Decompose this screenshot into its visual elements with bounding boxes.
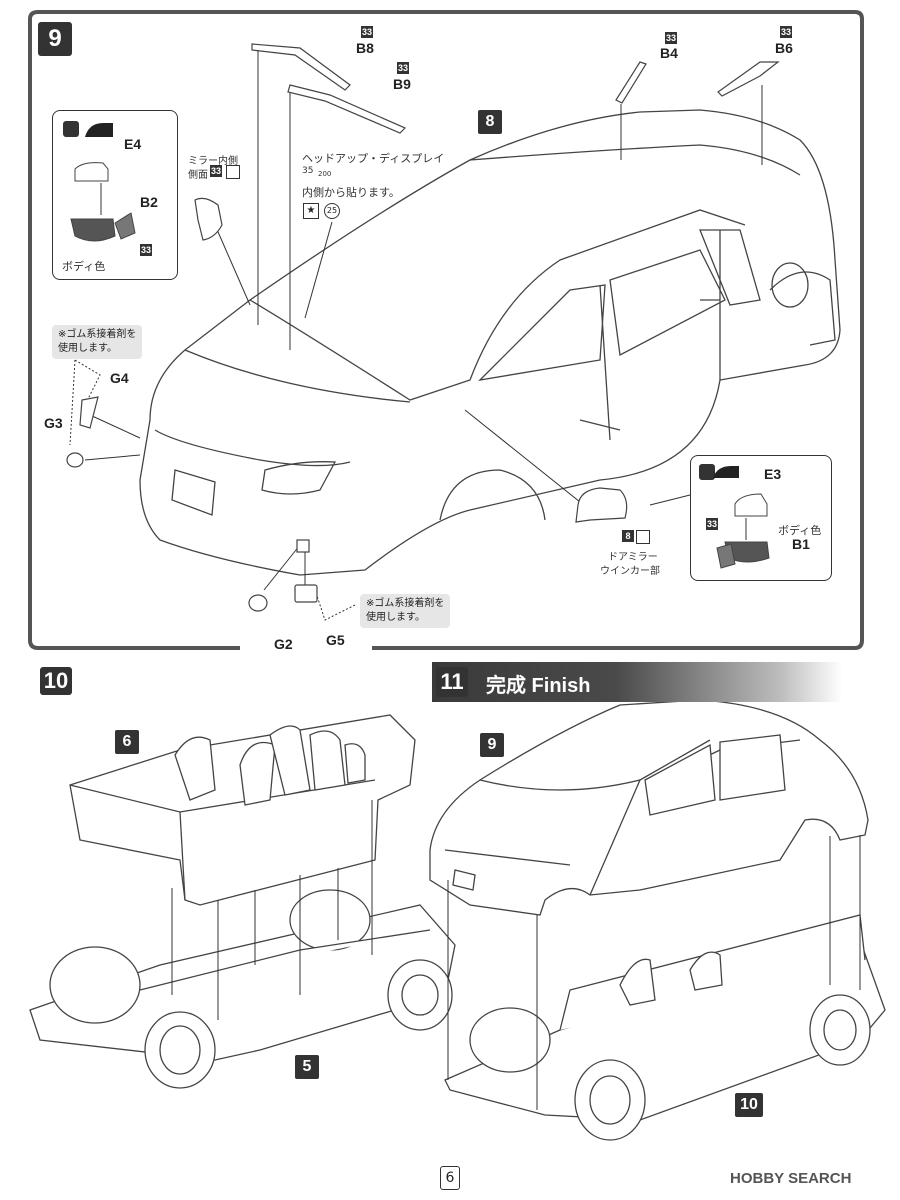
subassembly-10-badge: 10 [735,1093,763,1117]
watermark: HOBBY SEARCH [730,1170,852,1187]
part-B9-label: B9 [393,76,411,92]
part-G3-label: G3 [44,415,63,431]
decal-sub: 200 [318,170,332,178]
finish-label: 完成 Finish [486,675,591,697]
paint-code-33: 33 [665,32,677,44]
paint-code-33: 33 [210,165,222,177]
paint-code-33: 33 [780,26,792,38]
part-B4-label: B4 [660,45,678,61]
wiper-parts [251,43,780,134]
part-B6-label: B6 [775,40,793,56]
finish-banner [432,662,842,702]
subassembly-8-badge: 8 [478,110,502,134]
body-color-label-left: ボディ色 [62,260,106,273]
dotted-callouts [69,359,356,621]
rubber-glue-line1: ※ゴム系接着剤を [58,329,137,340]
rubber-glue-note-bottom: ※ゴム系接着剤を 使用します。 [360,594,451,628]
paint-mix-icon [226,165,240,179]
chassis-illustration [29,889,456,1089]
step9-frame-right [38,10,864,650]
door-mirror-label: ドアミラー [608,552,658,563]
mirror-inset-left [52,110,178,280]
interior-tub-illustration [69,714,416,906]
mirror-parts-art-right [699,464,770,569]
subassembly-9-badge: 9 [480,733,504,757]
rubber-glue-line1-b: ※ゴム系接着剤を [366,598,445,609]
part-B2-label: B2 [140,194,158,210]
part-E4-label: E4 [124,136,142,152]
step9-frame-left [28,10,240,650]
step-10-badge: 10 [40,667,72,695]
paint-code-33: 33 [397,62,409,74]
part-B1-label: B1 [792,536,810,552]
part-G2-label: G2 [274,636,293,652]
star-icon: ★ [303,203,319,219]
mirror-side-label: 側面 [188,170,208,181]
small-parts [66,197,628,612]
subassembly-6-badge: 6 [115,730,139,754]
finished-car-illustration [429,699,869,916]
rubber-glue-line2-b: 使用します。 [366,612,425,623]
paint-code-33: 33 [140,244,152,256]
paint-code-33: 33 [361,26,373,38]
page-number: 6 [440,1166,460,1190]
assembly-leader-lines [84,50,763,591]
paint-code-25: 25 [324,203,340,219]
hud-instruction: 内側から貼ります。 [302,186,400,199]
rubber-glue-note-top: ※ゴム系接着剤を 使用します。 [52,325,143,359]
step-11-badge: 11 [436,667,468,697]
subassembly-5-badge: 5 [295,1055,319,1079]
hud-label: ヘッドアップ・ディスプレイ [302,152,445,165]
finished-chassis-illustration [444,914,886,1141]
paint-mix-icon [636,530,650,544]
mirror-parts-art [63,121,136,242]
rubber-glue-line2: 使用します。 [58,343,117,354]
body-color-label-right: ボディ色 [778,524,822,537]
mirror-inner-label: ミラー内側 [188,156,238,167]
step-9-badge: 9 [38,22,72,56]
part-E3-label: E3 [764,466,782,482]
turn-signal-label: ウインカー部 [600,566,660,577]
paint-code-8: 8 [622,530,634,542]
part-B8-label: B8 [356,40,374,56]
paint-code-33: 33 [706,518,718,530]
part-G5-label: G5 [326,632,345,648]
decal-num: 35 [302,166,314,176]
part-G4-label: G4 [110,370,129,386]
step10-leader-lines [171,800,373,1020]
step11-leader-lines [447,835,861,1110]
